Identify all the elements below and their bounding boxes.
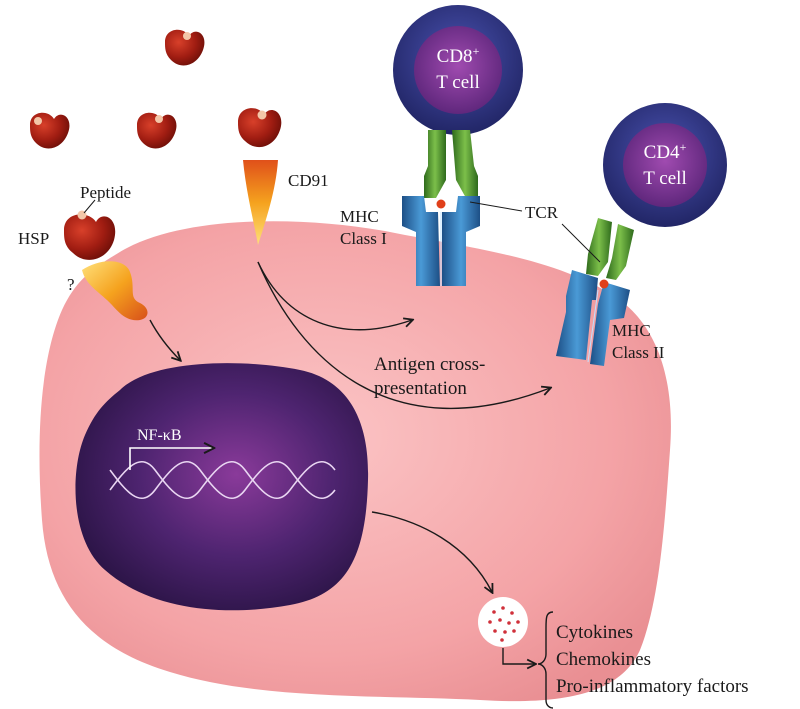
- cd4-t-cell: CD4+ T cell: [603, 103, 727, 227]
- cross-presentation-label-1: Antigen cross-: [374, 354, 485, 375]
- output-proinflammatory: Pro-inflammatory factors: [556, 676, 749, 697]
- hsp-bound-unknown: [64, 210, 116, 260]
- cd8-t-cell-label: T cell: [436, 72, 479, 93]
- output-arrow: [502, 648, 535, 664]
- unknown-receptor: [82, 261, 148, 321]
- secretory-vesicle: [478, 597, 528, 647]
- mhc-class-i-label-1: MHC: [340, 207, 379, 226]
- nfkb-promoter-arrow: [129, 448, 213, 470]
- mhc-class-i-label-2: Class I: [340, 229, 387, 248]
- signal-arrow-to-nucleus: [149, 319, 180, 360]
- cd4-t-cell-label: T cell: [643, 168, 686, 189]
- cd91-receptor: [243, 160, 278, 245]
- secretion-arrow: [371, 511, 492, 592]
- tcr-cd8: [424, 130, 478, 198]
- mhc-class-ii-label-2: Class II: [612, 343, 665, 362]
- output-brace: [537, 611, 554, 709]
- hsp-complex-2: [30, 112, 70, 149]
- peptide-pointer: [83, 199, 96, 214]
- dna-helix: [109, 461, 336, 499]
- output-chemokines: Chemokines: [556, 649, 651, 670]
- peptide-mhc-ii: [599, 279, 609, 289]
- output-cytokines: Cytokines: [556, 622, 633, 643]
- cross-presentation-arrow-mhc-ii: [257, 261, 550, 410]
- peptide-label: Peptide: [80, 183, 131, 202]
- mhc-class-ii-label-1: MHC: [612, 321, 651, 340]
- hsp-label: HSP: [18, 229, 49, 248]
- cd8-label: CD8+: [437, 44, 480, 67]
- cd4-label: CD4+: [644, 140, 687, 163]
- nfkb-label: NF-κB: [137, 427, 182, 444]
- cd8-t-cell: CD8+ T cell: [393, 5, 523, 135]
- peptide-mhc-i: [436, 199, 446, 209]
- mhc-class-ii: [556, 270, 630, 366]
- unknown-receptor-label: ?: [67, 275, 75, 294]
- hsp-complex-1: [165, 29, 205, 66]
- tcr-cd4: [586, 218, 634, 280]
- cd91-label: CD91: [288, 171, 329, 190]
- cross-presentation-label-2: presentation: [374, 378, 467, 399]
- nucleus: [75, 363, 369, 611]
- tcr-pointer-cd4: [561, 223, 601, 263]
- hsp-bound-cd91: [238, 108, 282, 148]
- tcr-label: TCR: [525, 203, 559, 222]
- tcr-pointer-cd8: [469, 201, 523, 212]
- cross-presentation-arrow-mhc-i: [257, 261, 412, 331]
- mhc-class-i: [402, 196, 480, 286]
- hsp-complex-3: [137, 112, 177, 149]
